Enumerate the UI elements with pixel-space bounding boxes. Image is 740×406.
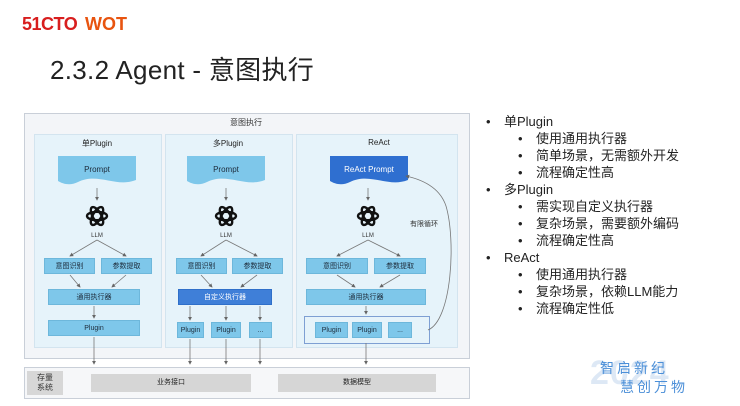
document-shape [187, 156, 265, 185]
bullet-title: 单Plugin [486, 113, 736, 130]
bullet-title: 多Plugin [486, 181, 736, 198]
intent-recognition-box: 意图识别 [44, 258, 95, 274]
bullet-title: ReAct [486, 249, 736, 266]
executor-box: 通用执行器 [48, 289, 140, 305]
logo-wot: WOT [85, 14, 127, 34]
param-extraction-box: 参数提取 [101, 258, 152, 274]
store-system-line1: 存量 [37, 373, 53, 382]
bullet-item: 简单场景，无需额外开发 [486, 147, 736, 164]
plugin-more-box: ... [249, 322, 272, 338]
column-title: 单Plugin [81, 139, 113, 148]
bullet-item: 使用通用执行器 [486, 130, 736, 147]
data-model-box: 数据模型 [278, 374, 436, 392]
loop-label: 有限循环 [410, 221, 438, 228]
plugin-box: Plugin [211, 322, 241, 338]
bullet-item: 流程确定性低 [486, 300, 736, 317]
store-system-label: 存量 系统 [27, 371, 63, 395]
prompt-doc: Prompt [187, 156, 265, 186]
document-shape [330, 156, 408, 185]
prompt-label: Prompt [213, 165, 239, 174]
plugin-box: Plugin [177, 322, 204, 338]
bullet-item: 使用通用执行器 [486, 266, 736, 283]
frame-title: 意图执行 [230, 118, 262, 127]
react-prompt-doc: ReAct Prompt [330, 156, 408, 186]
prompt-doc: Prompt [58, 156, 136, 186]
bullet-item: 流程确定性高 [486, 164, 736, 181]
llm-label: LLM [91, 233, 103, 239]
param-extraction-box: 参数提取 [232, 258, 283, 274]
document-shape [58, 156, 136, 185]
logo-51cto: 51CTO [22, 14, 78, 34]
prompt-label: ReAct Prompt [344, 165, 394, 174]
executor-box: 通用执行器 [306, 289, 426, 305]
watermark-line2: 慧创万物 [620, 379, 688, 395]
bullet-item: 复杂场景，需要额外编码 [486, 215, 736, 232]
bullet-item: 复杂场景，依赖LLM能力 [486, 283, 736, 300]
column-title: ReAct [368, 138, 390, 147]
watermark-line1: 智启新纪 [600, 360, 668, 376]
openai-icon [356, 205, 380, 227]
bullet-item: 需实现自定义执行器 [486, 198, 736, 215]
plugin-box: Plugin [352, 322, 382, 338]
llm-label: LLM [220, 233, 232, 239]
business-api-box: 业务接口 [91, 374, 251, 392]
plugin-box: Plugin [48, 320, 140, 336]
bullet-list: 单Plugin 使用通用执行器 简单场景，无需额外开发 流程确定性高 多Plug… [486, 113, 736, 317]
plugin-more-box: ... [388, 322, 412, 338]
param-extraction-box: 参数提取 [374, 258, 426, 274]
slide-title: 2.3.2 Agent - 意图执行 [50, 55, 315, 85]
intent-recognition-box: 意图识别 [306, 258, 368, 274]
store-system-line2: 系统 [37, 383, 53, 392]
prompt-label: Prompt [84, 165, 110, 174]
plugin-box: Plugin [315, 322, 348, 338]
bullet-item: 流程确定性高 [486, 232, 736, 249]
openai-icon [85, 205, 109, 227]
column-title: 多Plugin [212, 139, 244, 148]
custom-executor-box: 自定义执行器 [178, 289, 272, 305]
llm-label: LLM [362, 233, 374, 239]
watermark-year: 2024 [590, 354, 670, 392]
openai-icon [214, 205, 238, 227]
intent-recognition-box: 意图识别 [176, 258, 227, 274]
